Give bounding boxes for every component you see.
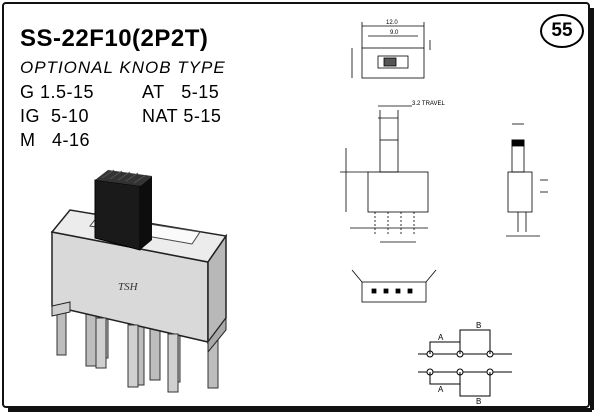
- page-number-badge: 55: [540, 14, 584, 48]
- spec-nat: NAT 5-15: [142, 106, 222, 126]
- circuit-diagram: [418, 329, 512, 397]
- pin-layout-drawing: [351, 269, 437, 303]
- front-view-drawing: [340, 105, 429, 243]
- spec-g: G 1.5-15: [20, 82, 95, 102]
- dim-top-width: 12.0: [386, 20, 398, 26]
- product-marking: TSH: [118, 281, 139, 293]
- spec-m: M 4-16: [20, 130, 91, 150]
- dim-travel: 3.2 TRAVEL: [412, 101, 445, 107]
- top-view-drawing: [351, 22, 431, 79]
- switch-illustration: TSH: [50, 169, 228, 393]
- dim-top-inner: 9.0: [390, 30, 399, 36]
- circuit-label-b-bottom: B: [476, 397, 481, 406]
- page-frame: [2, 2, 594, 412]
- circuit-label-a-bottom: A: [438, 385, 444, 394]
- model-title: SS-22F10(2P2T): [20, 25, 209, 52]
- knob-option-label: OPTIONAL KNOB TYPE: [20, 58, 226, 77]
- circuit-label-b-top: B: [476, 321, 481, 330]
- side-view-drawing: [506, 123, 548, 237]
- circuit-label-a-top: A: [438, 333, 444, 342]
- spec-at: AT 5-15: [142, 82, 220, 102]
- spec-ig: IG 5-10: [20, 106, 90, 126]
